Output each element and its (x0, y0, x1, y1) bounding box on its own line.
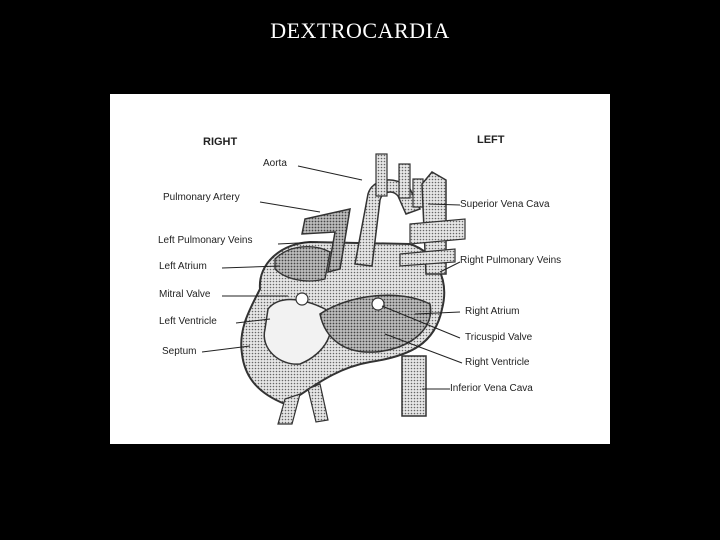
right-pulmonary-veins-shape (409, 218, 466, 245)
label-superior-vena-cava: Superior Vena Cava (460, 199, 550, 210)
right-ventricle-shape (319, 294, 432, 353)
heart-illustration (201, 153, 466, 425)
label-left-ventricle: Left Ventricle (159, 316, 217, 327)
pulmonary-artery-shape (301, 208, 351, 274)
side-label-left: LEFT (477, 134, 505, 146)
label-mitral-valve: Mitral Valve (159, 289, 211, 300)
label-left-pulmonary-veins: Left Pulmonary Veins (158, 235, 253, 246)
mitral-valve-shape (295, 292, 309, 306)
label-right-pulmonary-veins: Right Pulmonary Veins (460, 255, 562, 266)
heart-diagram: RIGHT LEFT Aorta Pulmonary Artery Left P… (110, 94, 610, 444)
label-pulmonary-artery: Pulmonary Artery (163, 192, 240, 203)
leader-lines (201, 165, 463, 390)
label-left-atrium: Left Atrium (159, 261, 207, 272)
left-atrium-shape (274, 246, 331, 282)
label-aorta: Aorta (263, 158, 287, 169)
slide-title: DEXTROCARDIA (270, 18, 450, 43)
label-septum: Septum (162, 346, 197, 357)
label-right-ventricle: Right Ventricle (465, 357, 530, 368)
inferior-vena-cava-shape (401, 355, 427, 417)
aorta-branch-1 (375, 153, 388, 197)
label-tricuspid-valve: Tricuspid Valve (465, 332, 533, 343)
aorta-branch-3 (412, 178, 424, 208)
aorta-branch-2 (398, 163, 411, 199)
label-inferior-vena-cava: Inferior Vena Cava (450, 383, 533, 394)
tricuspid-valve-shape (371, 297, 385, 311)
side-label-right: RIGHT (203, 136, 238, 148)
descending-vessel (277, 393, 301, 425)
label-right-atrium: Right Atrium (465, 306, 520, 317)
